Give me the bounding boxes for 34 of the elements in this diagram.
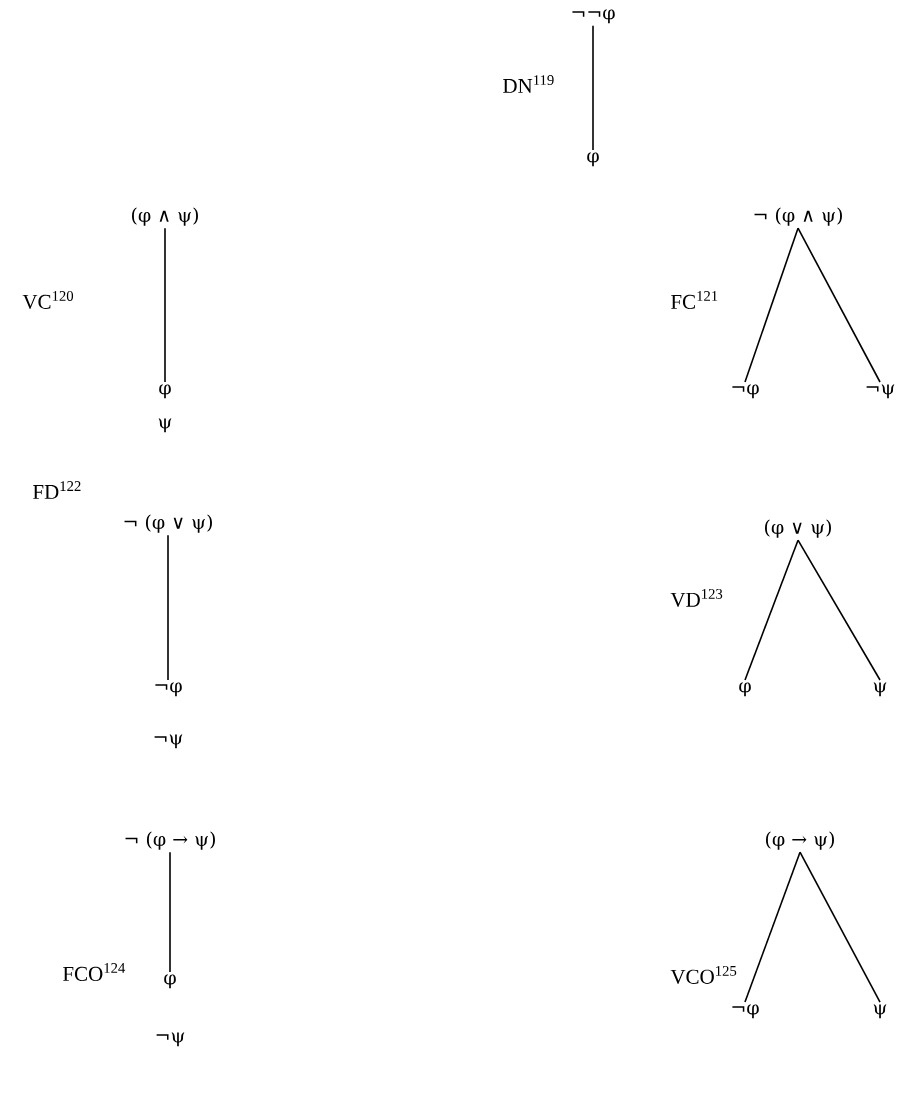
formula-text: ¬ (φ → ψ) xyxy=(125,831,215,850)
tree-branch xyxy=(797,539,881,681)
formula-text: ¬ (φ ∧ ψ) xyxy=(754,207,842,226)
rule-label: VD$^{123}$ xyxy=(670,589,723,607)
formula-text: ¬φ ¬ψ xyxy=(154,682,183,749)
rule-label: VC$^{120}$ xyxy=(22,290,74,309)
formula-text: φ ψ xyxy=(158,384,172,433)
formula-text: ¬φ xyxy=(732,384,759,399)
tree-branch xyxy=(799,851,881,1003)
formula-text: ¬ (φ ∨ ψ) xyxy=(124,514,212,533)
tree-branch xyxy=(797,227,881,383)
formula-text: φ xyxy=(587,152,599,167)
tree-branch xyxy=(164,227,166,383)
tree-branch xyxy=(167,534,169,681)
formula-text: ¬¬φ xyxy=(572,9,615,24)
formula-text: φ ¬ψ xyxy=(156,974,185,1047)
tree-branch xyxy=(169,851,171,973)
formula-text: (φ ∨ ψ) xyxy=(765,519,831,538)
tree-branch xyxy=(744,227,799,383)
formula-text: φ xyxy=(739,682,751,697)
formula-text: (φ → ψ) xyxy=(766,831,834,850)
formula-text: ψ xyxy=(873,682,887,697)
formula-text: (φ ∧ ψ) xyxy=(132,207,198,226)
tree-branch xyxy=(592,24,594,151)
rule-label: VCO$^{125}$ xyxy=(670,966,737,984)
tree-branch xyxy=(744,851,801,1003)
rule-label: FCO$^{124}$ xyxy=(63,963,126,981)
formula-text: ψ xyxy=(873,1004,887,1019)
formula-text: ¬φ xyxy=(732,1004,759,1019)
rule-label: DN$^{119}$ xyxy=(503,75,554,93)
rule-label: FC$^{121}$ xyxy=(671,291,718,309)
rule-label: FD$^{122}$ xyxy=(33,481,81,499)
formula-text: ¬ψ xyxy=(866,384,895,399)
tree-branch xyxy=(744,539,799,681)
